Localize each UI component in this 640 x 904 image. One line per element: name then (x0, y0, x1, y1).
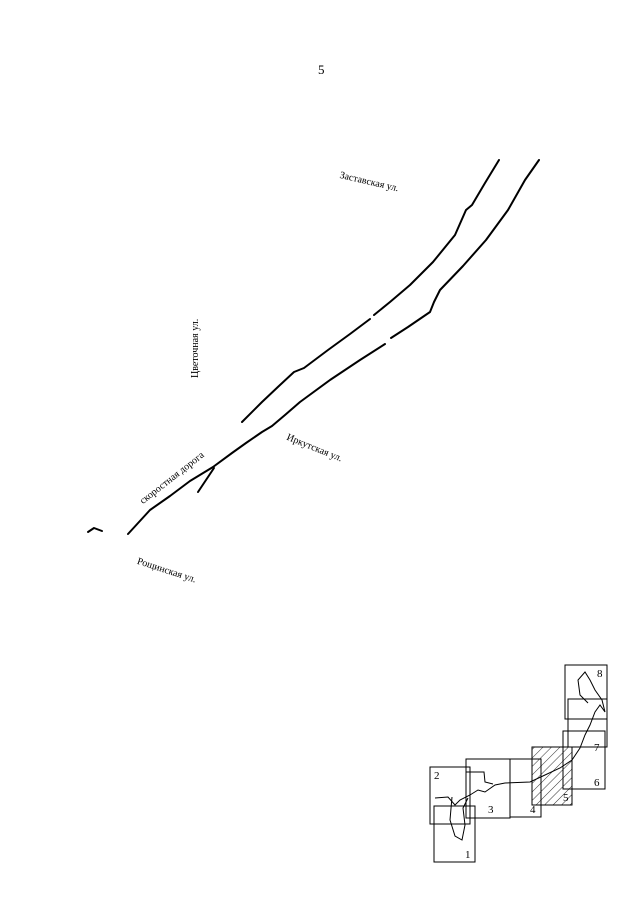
road-edge-upper (373, 159, 500, 316)
index-route-line (434, 671, 606, 806)
index-route-line (466, 771, 494, 785)
sheet-label-1[interactable]: 1 (465, 849, 471, 861)
sheet-frame-8 (564, 664, 608, 720)
sheet-frame-1 (433, 805, 476, 863)
sheet-label-4[interactable]: 4 (530, 804, 536, 816)
road-edge-lower (127, 343, 386, 535)
sheet-label-2[interactable]: 2 (434, 770, 440, 782)
road-edge-upper (241, 318, 371, 423)
sheet-frame-5-highlighted (531, 746, 573, 806)
road-edge-lower (390, 159, 540, 339)
sheet-frame-6 (562, 730, 606, 790)
page-number: 5 (318, 62, 325, 77)
sheet-label-5[interactable]: 5 (563, 792, 569, 804)
sheet-label-8[interactable]: 8 (597, 668, 603, 680)
road-connector (87, 527, 103, 533)
road-connector (197, 467, 215, 493)
sheet-frame-7 (567, 698, 608, 748)
index-route-line (449, 796, 469, 841)
sheet-label-7[interactable]: 7 (594, 742, 600, 754)
sheet-label-3[interactable]: 3 (488, 804, 494, 816)
sheet-label-6[interactable]: 6 (594, 777, 600, 789)
